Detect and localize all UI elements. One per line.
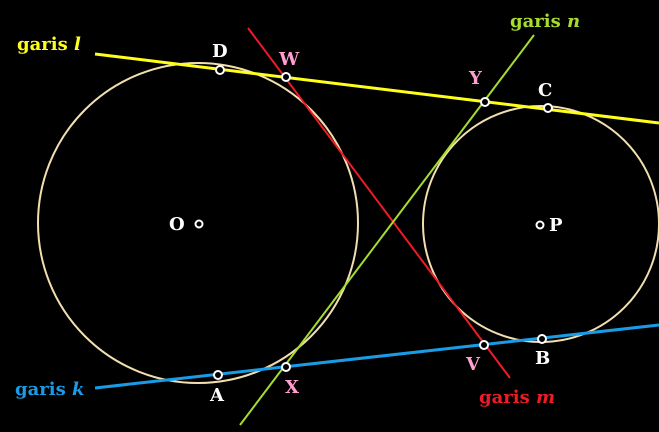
label-center-p: P [549, 215, 563, 236]
label-line-k: garis k [15, 379, 84, 400]
label-point-v: V [465, 354, 481, 375]
label-point-c: C [538, 80, 552, 101]
label-line-l: garis l [17, 34, 81, 55]
label-point-a: A [209, 385, 225, 406]
label-point-y: Y [468, 68, 483, 89]
label-center-o: O [169, 214, 185, 235]
line-k [94, 323, 659, 390]
center-p-dot [535, 220, 545, 230]
line-m [247, 27, 511, 379]
point-y-dot [480, 97, 490, 107]
point-d-dot [215, 65, 225, 75]
line-l [94, 52, 659, 125]
circle-o [37, 62, 359, 384]
point-v-dot [479, 340, 489, 350]
label-point-x: X [285, 377, 299, 398]
point-w-dot [281, 72, 291, 82]
point-x-dot [281, 362, 291, 372]
point-a-dot [213, 370, 223, 380]
point-b-dot [537, 334, 547, 344]
label-point-b: B [535, 348, 550, 369]
point-c-dot [543, 103, 553, 113]
label-point-w: W [278, 49, 300, 70]
label-point-d: D [212, 41, 228, 62]
center-o-dot [194, 219, 204, 229]
label-line-m: garis m [479, 387, 555, 408]
label-line-n: garis n [510, 11, 580, 32]
